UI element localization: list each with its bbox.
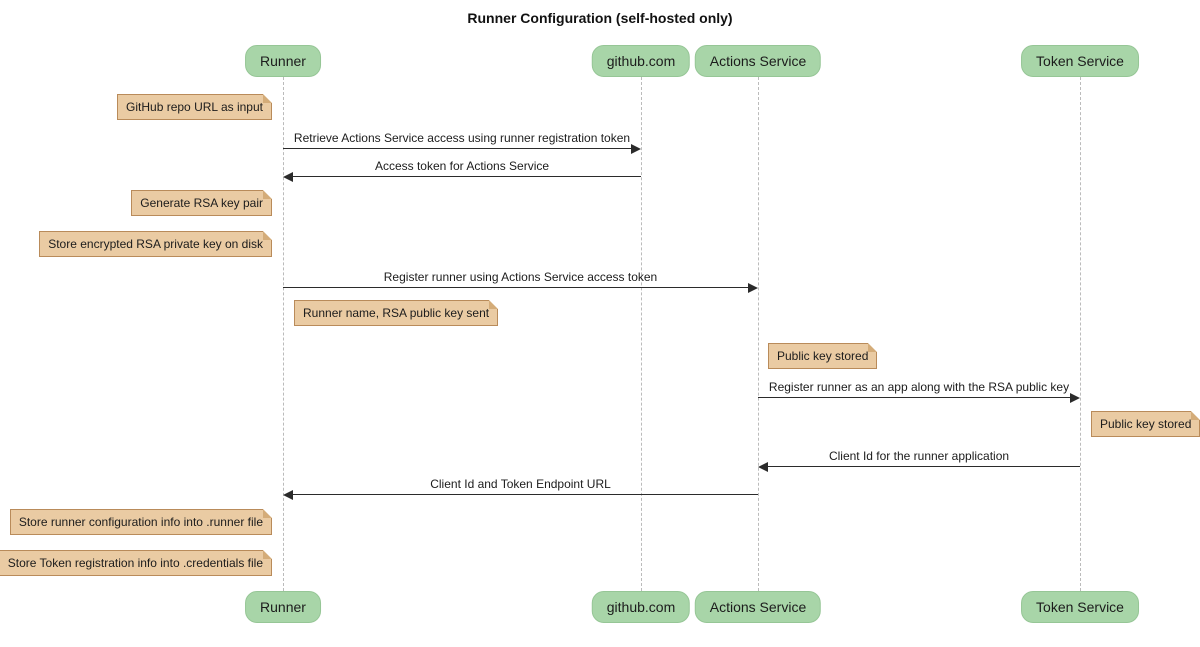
lifeline-runner — [283, 77, 284, 591]
message-arrowhead-3 — [1070, 393, 1080, 403]
lifeline-actions-service — [758, 77, 759, 591]
lifeline-token-service — [1080, 77, 1081, 591]
participant-actions-service-bottom: Actions Service — [694, 591, 822, 623]
participant-token-service-top: Token Service — [1021, 45, 1139, 77]
message-label-1: Access token for Actions Service — [374, 159, 550, 173]
message-arrowhead-5 — [283, 490, 293, 500]
message-label-4: Client Id for the runner application — [828, 449, 1010, 463]
message-line-5 — [287, 494, 758, 495]
participant-runner-bottom: Runner — [245, 591, 321, 623]
message-label-5: Client Id and Token Endpoint URL — [430, 477, 611, 491]
message-line-4 — [762, 466, 1080, 467]
diagram-title: Runner Configuration (self-hosted only) — [467, 10, 733, 26]
participant-actions-service-top: Actions Service — [694, 45, 822, 77]
message-arrowhead-0 — [631, 144, 641, 154]
message-line-3 — [758, 397, 1076, 398]
note-7: Store Token registration info into .cred… — [0, 550, 273, 576]
note-6: Store runner configuration info into .ru… — [9, 509, 273, 535]
lifeline-github-com — [641, 77, 642, 591]
message-label-0: Retrieve Actions Service access using ru… — [293, 131, 631, 145]
note-1: Generate RSA key pair — [131, 190, 272, 216]
message-label-2: Register runner using Actions Service ac… — [383, 270, 658, 284]
participant-github-com-top: github.com — [591, 45, 691, 77]
message-arrowhead-2 — [748, 283, 758, 293]
participant-token-service-bottom: Token Service — [1021, 591, 1139, 623]
note-5: Public key stored — [1091, 411, 1200, 437]
note-0: GitHub repo URL as input — [117, 94, 272, 120]
note-3: Runner name, RSA public key sent — [294, 300, 499, 326]
message-line-2 — [283, 287, 754, 288]
message-line-0 — [283, 148, 637, 149]
message-arrowhead-1 — [283, 172, 293, 182]
message-label-3: Register runner as an app along with the… — [768, 380, 1070, 394]
message-line-1 — [287, 176, 641, 177]
participant-github-com-bottom: github.com — [591, 591, 691, 623]
participant-runner-top: Runner — [245, 45, 321, 77]
note-4: Public key stored — [768, 343, 878, 369]
note-2: Store encrypted RSA private key on disk — [39, 231, 272, 257]
message-arrowhead-4 — [758, 462, 768, 472]
